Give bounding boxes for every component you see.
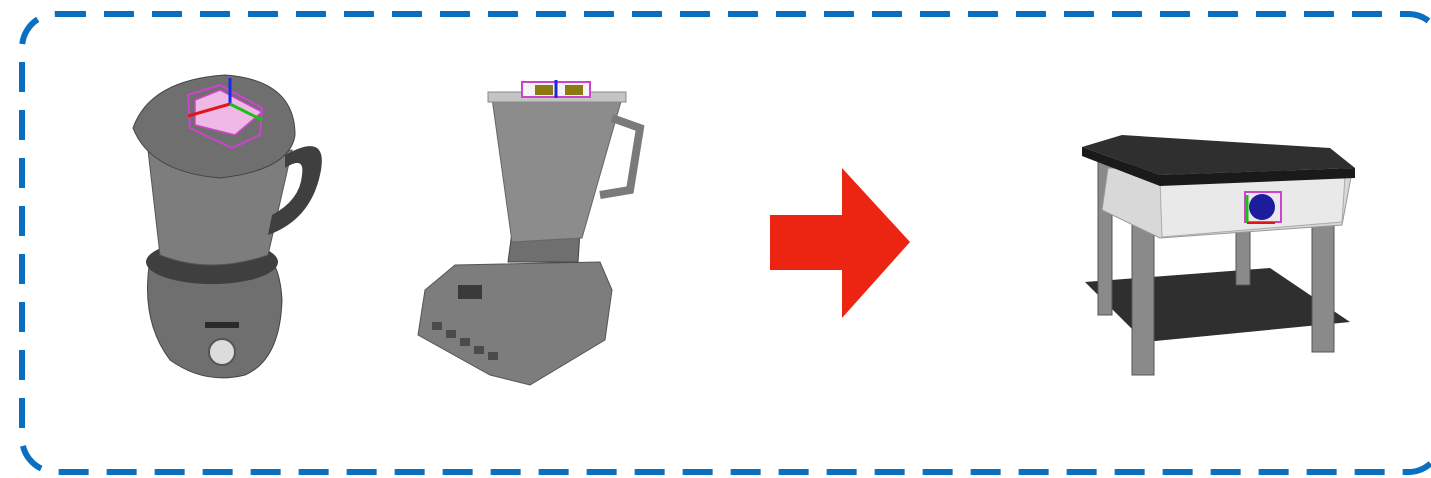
blender-round-logo [205, 322, 239, 328]
nightstand-lower-shelf [1085, 268, 1350, 342]
blender-round [133, 75, 322, 378]
nightstand-with-drawer [1082, 135, 1355, 375]
blender-square [418, 80, 640, 385]
grasp-marker-square [522, 80, 590, 98]
blender-square-switch [458, 285, 482, 299]
arrow-right-icon [770, 168, 910, 318]
blender-square-base [418, 262, 612, 385]
blender-round-knob [209, 339, 235, 365]
blender-square-jug [492, 98, 622, 242]
